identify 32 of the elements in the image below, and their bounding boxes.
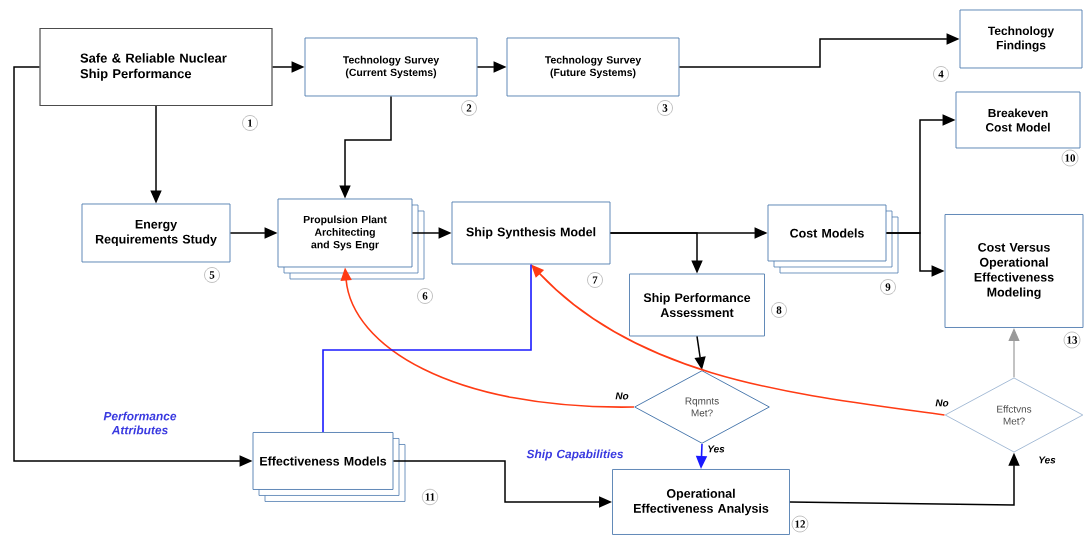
callout-number: 8 — [771, 302, 787, 318]
process-box: Safe & Reliable Nuclear Ship Performance — [39, 27, 273, 107]
edge-label: No — [614, 391, 630, 401]
stacked-box: Effectiveness Models — [252, 432, 406, 502]
stacked-box: Cost Models — [767, 204, 899, 274]
callout-number: 13 — [1063, 331, 1081, 349]
process-box: Energy Requirements Study — [81, 203, 231, 263]
process-box: Ship Synthesis Model — [451, 201, 611, 265]
callout-number: 5 — [204, 267, 220, 283]
process-box: Cost Versus Operational Effectiveness Modeling — [944, 214, 1084, 328]
process-box: Technology Survey (Future Systems) — [506, 37, 680, 97]
callout-number: 7 — [587, 272, 603, 288]
callout-number: 10 — [1061, 149, 1079, 167]
stacked-box: Propulsion Plant Architecting and Sys Engr — [277, 198, 425, 280]
callout-number: 4 — [933, 66, 949, 82]
edge-label: Yes — [1037, 455, 1057, 465]
process-box: Operational Effectiveness Analysis — [612, 469, 790, 535]
flow-label: Performance Attributes — [103, 411, 177, 435]
edge-label: Yes — [706, 444, 726, 454]
callout-number: 11 — [422, 489, 438, 505]
callout-number: 9 — [880, 279, 896, 295]
process-box: Technology Survey (Current Systems) — [304, 37, 478, 97]
process-box: Breakeven Cost Model — [955, 91, 1081, 149]
callout-number: 1 — [242, 115, 258, 131]
callout-number: 3 — [657, 100, 673, 116]
process-box: Technology Findings — [959, 9, 1083, 69]
process-box: Ship Performance Assessment — [629, 273, 765, 337]
arrow — [1008, 328, 1020, 378]
flow-label: Ship Capabilities — [526, 449, 624, 461]
callout-number: 6 — [417, 288, 433, 304]
callout-number: 12 — [791, 515, 809, 533]
callout-number: 2 — [461, 100, 477, 116]
